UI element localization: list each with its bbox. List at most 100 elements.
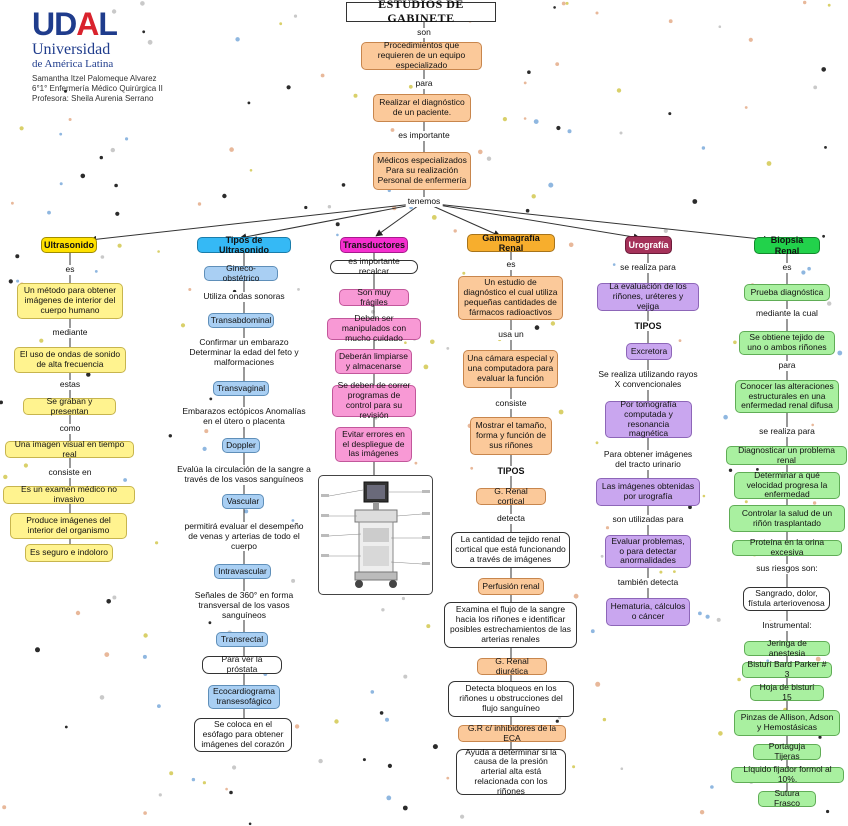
confetti-dot xyxy=(619,131,623,135)
confetti-dot xyxy=(756,468,759,471)
confetti-dot xyxy=(550,321,556,326)
confetti-dot xyxy=(19,126,24,131)
confetti-dot xyxy=(460,814,465,819)
confetti-dot xyxy=(803,0,807,5)
col2-type: Doppler xyxy=(222,438,260,453)
col2-type: Gineco-obstétrico xyxy=(204,263,278,282)
confetti-dot xyxy=(555,62,560,66)
confetti-dot xyxy=(304,205,308,210)
confetti-dot xyxy=(673,570,676,573)
col6-desc-box: Sangrado, dolor, fístula arteriovenosa xyxy=(743,587,830,611)
confetti-dot xyxy=(698,611,702,616)
confetti-dot xyxy=(710,785,714,789)
confetti-dot xyxy=(403,674,408,679)
confetti-dot xyxy=(827,301,832,306)
university-name: Universidad xyxy=(32,41,111,58)
confetti-dot xyxy=(821,67,826,72)
col6-header-biopsia: Biopsia Renal xyxy=(754,235,820,256)
confetti-dot xyxy=(387,763,392,769)
col6-node: Proteína en la orina excesiva xyxy=(732,537,842,557)
confetti-dot xyxy=(59,132,63,136)
col1-node: Un método para obtener imágenes de inter… xyxy=(17,283,123,319)
confetti-dot xyxy=(80,173,86,179)
confetti-dot xyxy=(362,758,366,762)
col4-type: G. Renal cortical xyxy=(476,486,546,505)
col1-node: Una imagen visual en tiempo real xyxy=(5,439,134,458)
confetti-dot xyxy=(117,243,122,248)
confetti-dot xyxy=(561,1,566,6)
col6-node: Controlar la salud de un riñón trasplant… xyxy=(729,505,845,532)
confetti-dot xyxy=(723,414,728,420)
confetti-dot xyxy=(827,3,831,7)
col2-type: Ecocardiograma transesofágico xyxy=(208,685,280,709)
confetti-dot xyxy=(168,434,172,438)
confetti-dot xyxy=(158,793,162,797)
col6-node: Conocer las alteraciones estructurales e… xyxy=(735,380,839,413)
col5-node: Las imágenes obtenidas por urografía xyxy=(596,478,700,506)
confetti-dot xyxy=(423,364,429,370)
confetti-dot xyxy=(567,129,572,134)
col2-desc-box: Para ver la próstata xyxy=(202,654,282,674)
ultrasound-machine-image xyxy=(318,475,433,595)
confetti-dot xyxy=(733,340,737,345)
confetti-dot xyxy=(548,182,554,188)
confetti-dot xyxy=(386,795,392,801)
col4-link: consiste xyxy=(493,398,529,409)
confetti-dot xyxy=(291,578,296,583)
confetti-dot xyxy=(123,478,127,482)
confetti-dot xyxy=(558,409,564,415)
confetti-dot xyxy=(209,397,213,401)
confetti-dot xyxy=(112,595,117,600)
col5-node: Hematuria, cálculos o cáncer xyxy=(606,598,690,626)
confetti-dot xyxy=(744,500,748,504)
confetti-dot xyxy=(335,222,340,227)
confetti-dot xyxy=(402,805,408,811)
confetti-dot xyxy=(75,610,81,616)
col1-link: consiste en xyxy=(46,467,94,478)
col1-link: mediante xyxy=(50,327,90,338)
col1-node: Es un examen médico no invasivo xyxy=(3,484,135,504)
confetti-dot xyxy=(244,509,249,514)
confetti-dot xyxy=(64,89,67,93)
col3-node: Son muy frágiles xyxy=(339,287,409,306)
confetti-dot xyxy=(202,781,206,785)
col4-node: Un estudio de diagnóstico el cual utiliz… xyxy=(458,276,563,320)
confetti-dot xyxy=(401,596,405,601)
confetti-dot xyxy=(379,711,384,715)
col5-desc: Se realiza utilizando rayos X convencion… xyxy=(596,369,700,390)
col4-link: detecta xyxy=(495,513,527,524)
confetti-dot xyxy=(426,624,431,629)
confetti-dot xyxy=(111,9,117,14)
confetti-dot xyxy=(555,719,559,723)
col5-link: son utilizadas para xyxy=(610,514,686,525)
confetti-dot xyxy=(824,146,827,149)
author-name: Samantha Itzel Palomeque Alvarez xyxy=(32,74,157,83)
confetti-dot xyxy=(523,117,527,120)
page-title: ESTUDIOS DE GABINETE xyxy=(346,0,496,25)
confetti-dot xyxy=(502,117,507,122)
confetti-dot xyxy=(8,279,13,284)
confetti-dot xyxy=(225,787,228,791)
confetti-dot xyxy=(47,210,51,215)
confetti-dot xyxy=(486,156,492,161)
confetti-dot xyxy=(94,270,98,273)
confetti-dot xyxy=(353,93,358,98)
col1-node: Es seguro e indoloro xyxy=(25,544,113,562)
udal-logo: UDAL Universidad de América Latina Saman… xyxy=(32,8,163,104)
col1-link: estas xyxy=(57,379,83,390)
col3-header-transductores: Transductores xyxy=(340,237,408,253)
confetti-dot xyxy=(600,554,604,558)
col5-node: La evaluación de los riñones, uréteres y… xyxy=(597,281,699,311)
col1-node: El uso de ondas de sonido de alta frecue… xyxy=(14,347,126,373)
spine-link-tenemos: tenemos xyxy=(405,196,443,207)
col2-desc: Evalúa la circulación de la sangre a tra… xyxy=(175,464,313,485)
confetti-dot xyxy=(462,271,466,275)
confetti-dot xyxy=(180,323,186,328)
spine-node-procedimientos: Procedimientos que requieren de un equip… xyxy=(361,40,482,70)
confetti-dot xyxy=(249,169,253,172)
col6-link: para xyxy=(776,360,798,371)
confetti-dot xyxy=(169,771,174,776)
confetti-dot xyxy=(718,731,723,736)
confetti-dot xyxy=(39,338,44,343)
confetti-dot xyxy=(822,234,825,238)
